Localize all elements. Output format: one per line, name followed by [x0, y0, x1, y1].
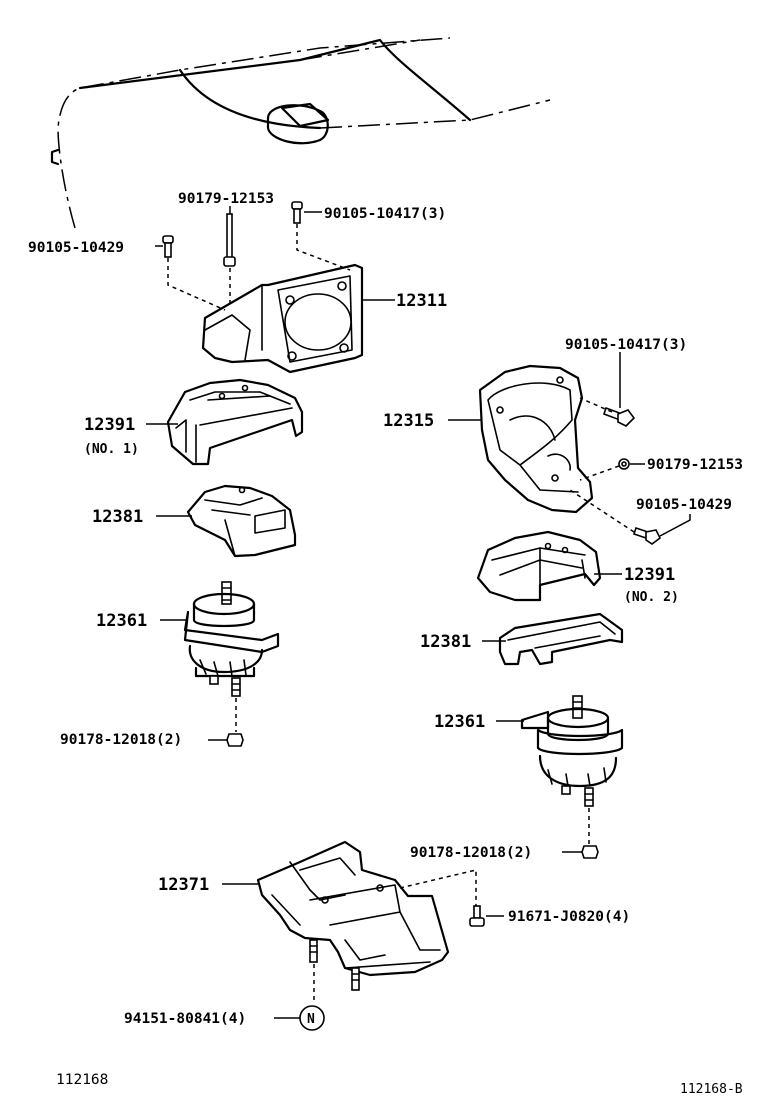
nut-icon: [581, 845, 599, 859]
label-90179-12153-top: 90179-12153: [178, 191, 274, 207]
label-12311: 12311: [396, 291, 447, 311]
label-90105-10417-top: 90105-10417(3): [324, 206, 446, 222]
engine-mount-insulator-left: [183, 581, 280, 697]
label-90105-10429-right: 90105-10429: [636, 497, 732, 513]
bolt-icon: [223, 213, 236, 267]
label-12361-left: 12361: [96, 611, 147, 631]
fasteners: [162, 201, 662, 1031]
label-91671-J0820: 91671-J0820(4): [508, 909, 630, 925]
engine-mount-stopper-left: [186, 484, 297, 558]
engine-mount-insulator-right: [520, 695, 624, 807]
label-12391-left-no1: (NO. 1): [84, 442, 139, 457]
leader-lines: [146, 206, 691, 1019]
engine-mounting-member: [256, 840, 450, 991]
label-90178-12018-right: 90178-12018(2): [410, 845, 532, 861]
engine-mount-stopper-right: [498, 612, 624, 666]
engine-mounting-bracket-front: [201, 263, 364, 374]
bolt-icon: [469, 905, 485, 927]
engine-block-outline: [50, 37, 551, 229]
bolt-icon: [291, 201, 303, 224]
nut-icon: [618, 458, 630, 470]
label-90105-10417-right: 90105-10417(3): [565, 337, 687, 353]
label-12381-right: 12381: [420, 632, 471, 652]
label-12381-left: 12381: [92, 507, 143, 527]
label-90179-12153-right: 90179-12153: [647, 457, 743, 473]
label-12391-right-no2: (NO. 2): [624, 590, 679, 605]
bolt-icon: [162, 235, 174, 258]
corner-code: 112168-B: [680, 1082, 743, 1097]
engine-mount-cover-no1: [166, 378, 304, 466]
label-90178-12018-left: 90178-12018(2): [60, 732, 182, 748]
nut-icon: [226, 733, 244, 747]
label-90105-10429-left: 90105-10429: [28, 240, 124, 256]
label-12361-right: 12361: [434, 712, 485, 732]
label-12391-right: 12391: [624, 565, 675, 585]
label-12391-left: 12391: [84, 415, 135, 435]
engine-mount-cover-no2: [476, 530, 602, 602]
engine-mounting-bracket-rear: [478, 364, 594, 514]
label-12315: 12315: [383, 411, 434, 431]
illustration-code: 112168: [56, 1072, 108, 1088]
label-12371: 12371: [158, 875, 209, 895]
part-labels: 90179-12153 90105-10417(3) 90105-10429 1…: [28, 191, 743, 1097]
nut-symbol-n: N: [307, 1012, 315, 1027]
label-94151-80841: 94151-80841(4): [124, 1011, 246, 1027]
bolt-icon: [632, 526, 662, 545]
